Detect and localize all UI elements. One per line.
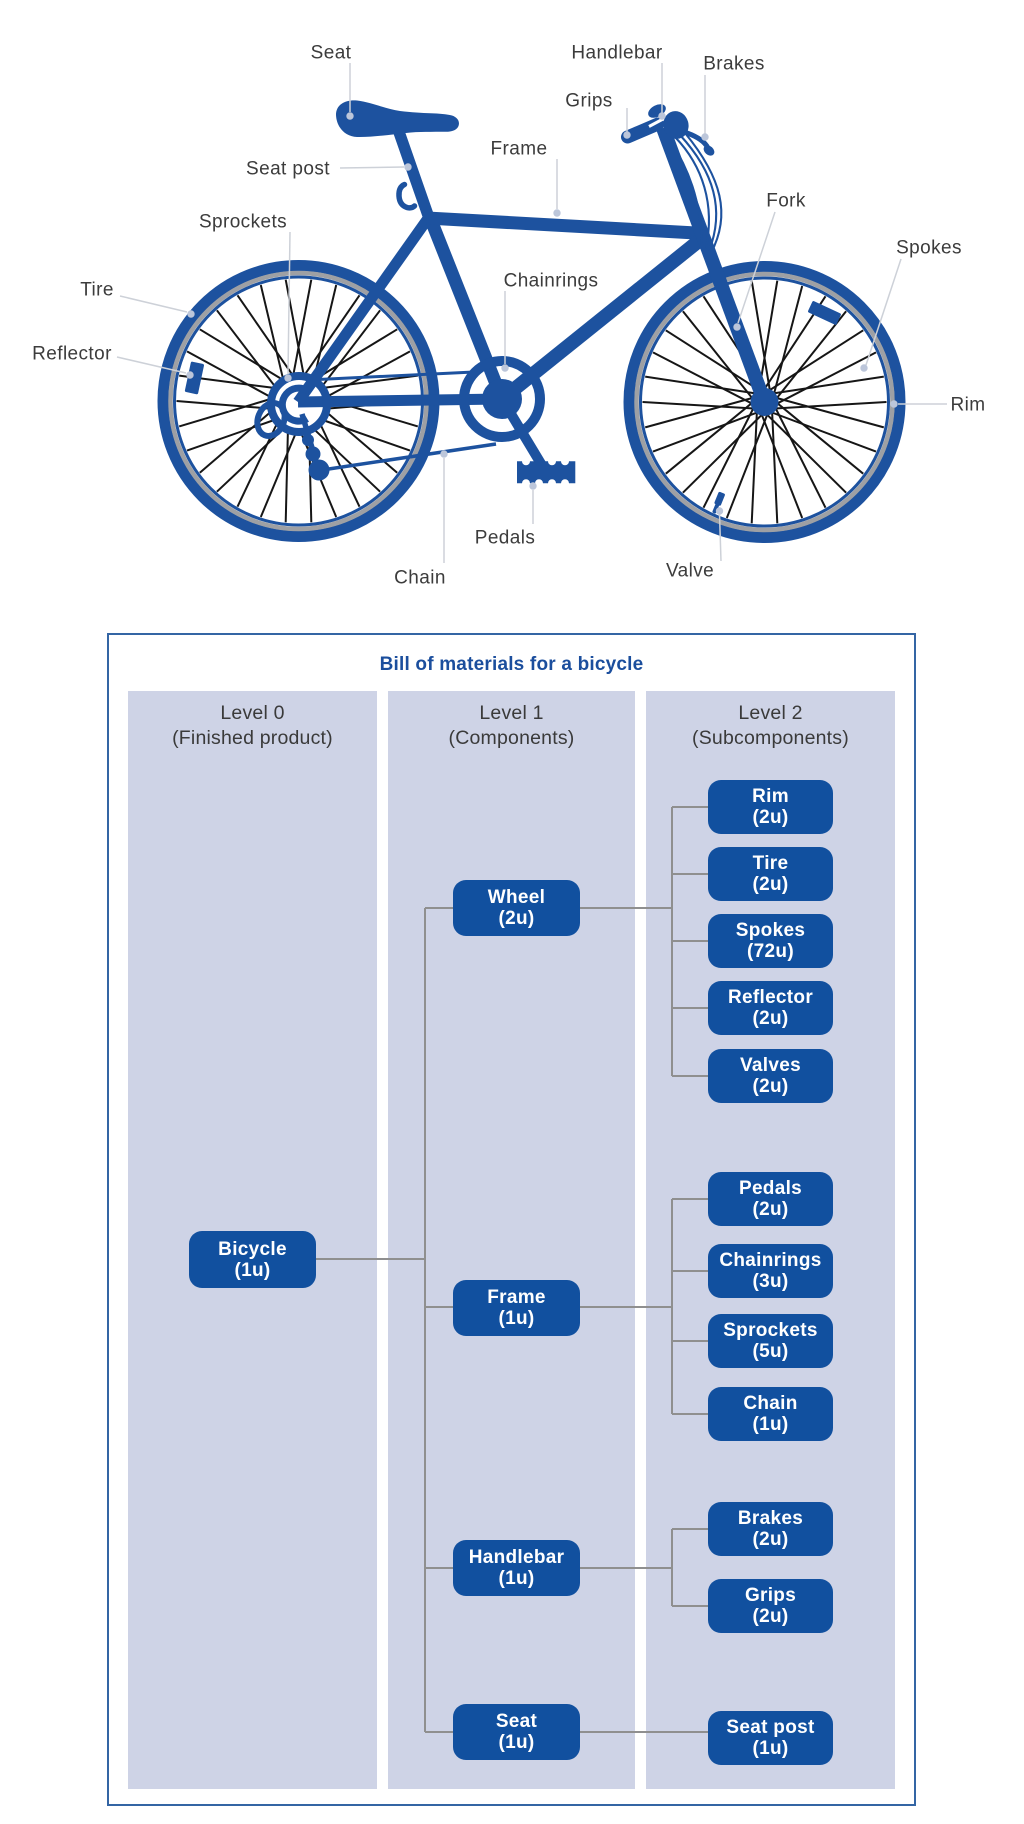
svg-text:Sprockets: Sprockets	[199, 212, 287, 233]
svg-text:Valve: Valve	[666, 561, 714, 582]
svg-text:Tire: Tire	[80, 280, 114, 301]
svg-text:Fork: Fork	[766, 191, 806, 212]
svg-text:Grips: Grips	[565, 91, 612, 112]
svg-text:Seat: Seat	[311, 43, 352, 64]
svg-text:Chain: Chain	[394, 568, 446, 589]
svg-text:Reflector: Reflector	[32, 344, 112, 365]
svg-text:Seat post: Seat post	[246, 159, 330, 180]
svg-text:Brakes: Brakes	[703, 54, 765, 75]
svg-text:Pedals: Pedals	[475, 528, 536, 549]
svg-text:Frame: Frame	[491, 139, 548, 160]
svg-text:Chainrings: Chainrings	[504, 271, 599, 292]
svg-text:Handlebar: Handlebar	[571, 43, 663, 64]
svg-text:Spokes: Spokes	[896, 238, 962, 259]
svg-text:Rim: Rim	[951, 395, 986, 416]
